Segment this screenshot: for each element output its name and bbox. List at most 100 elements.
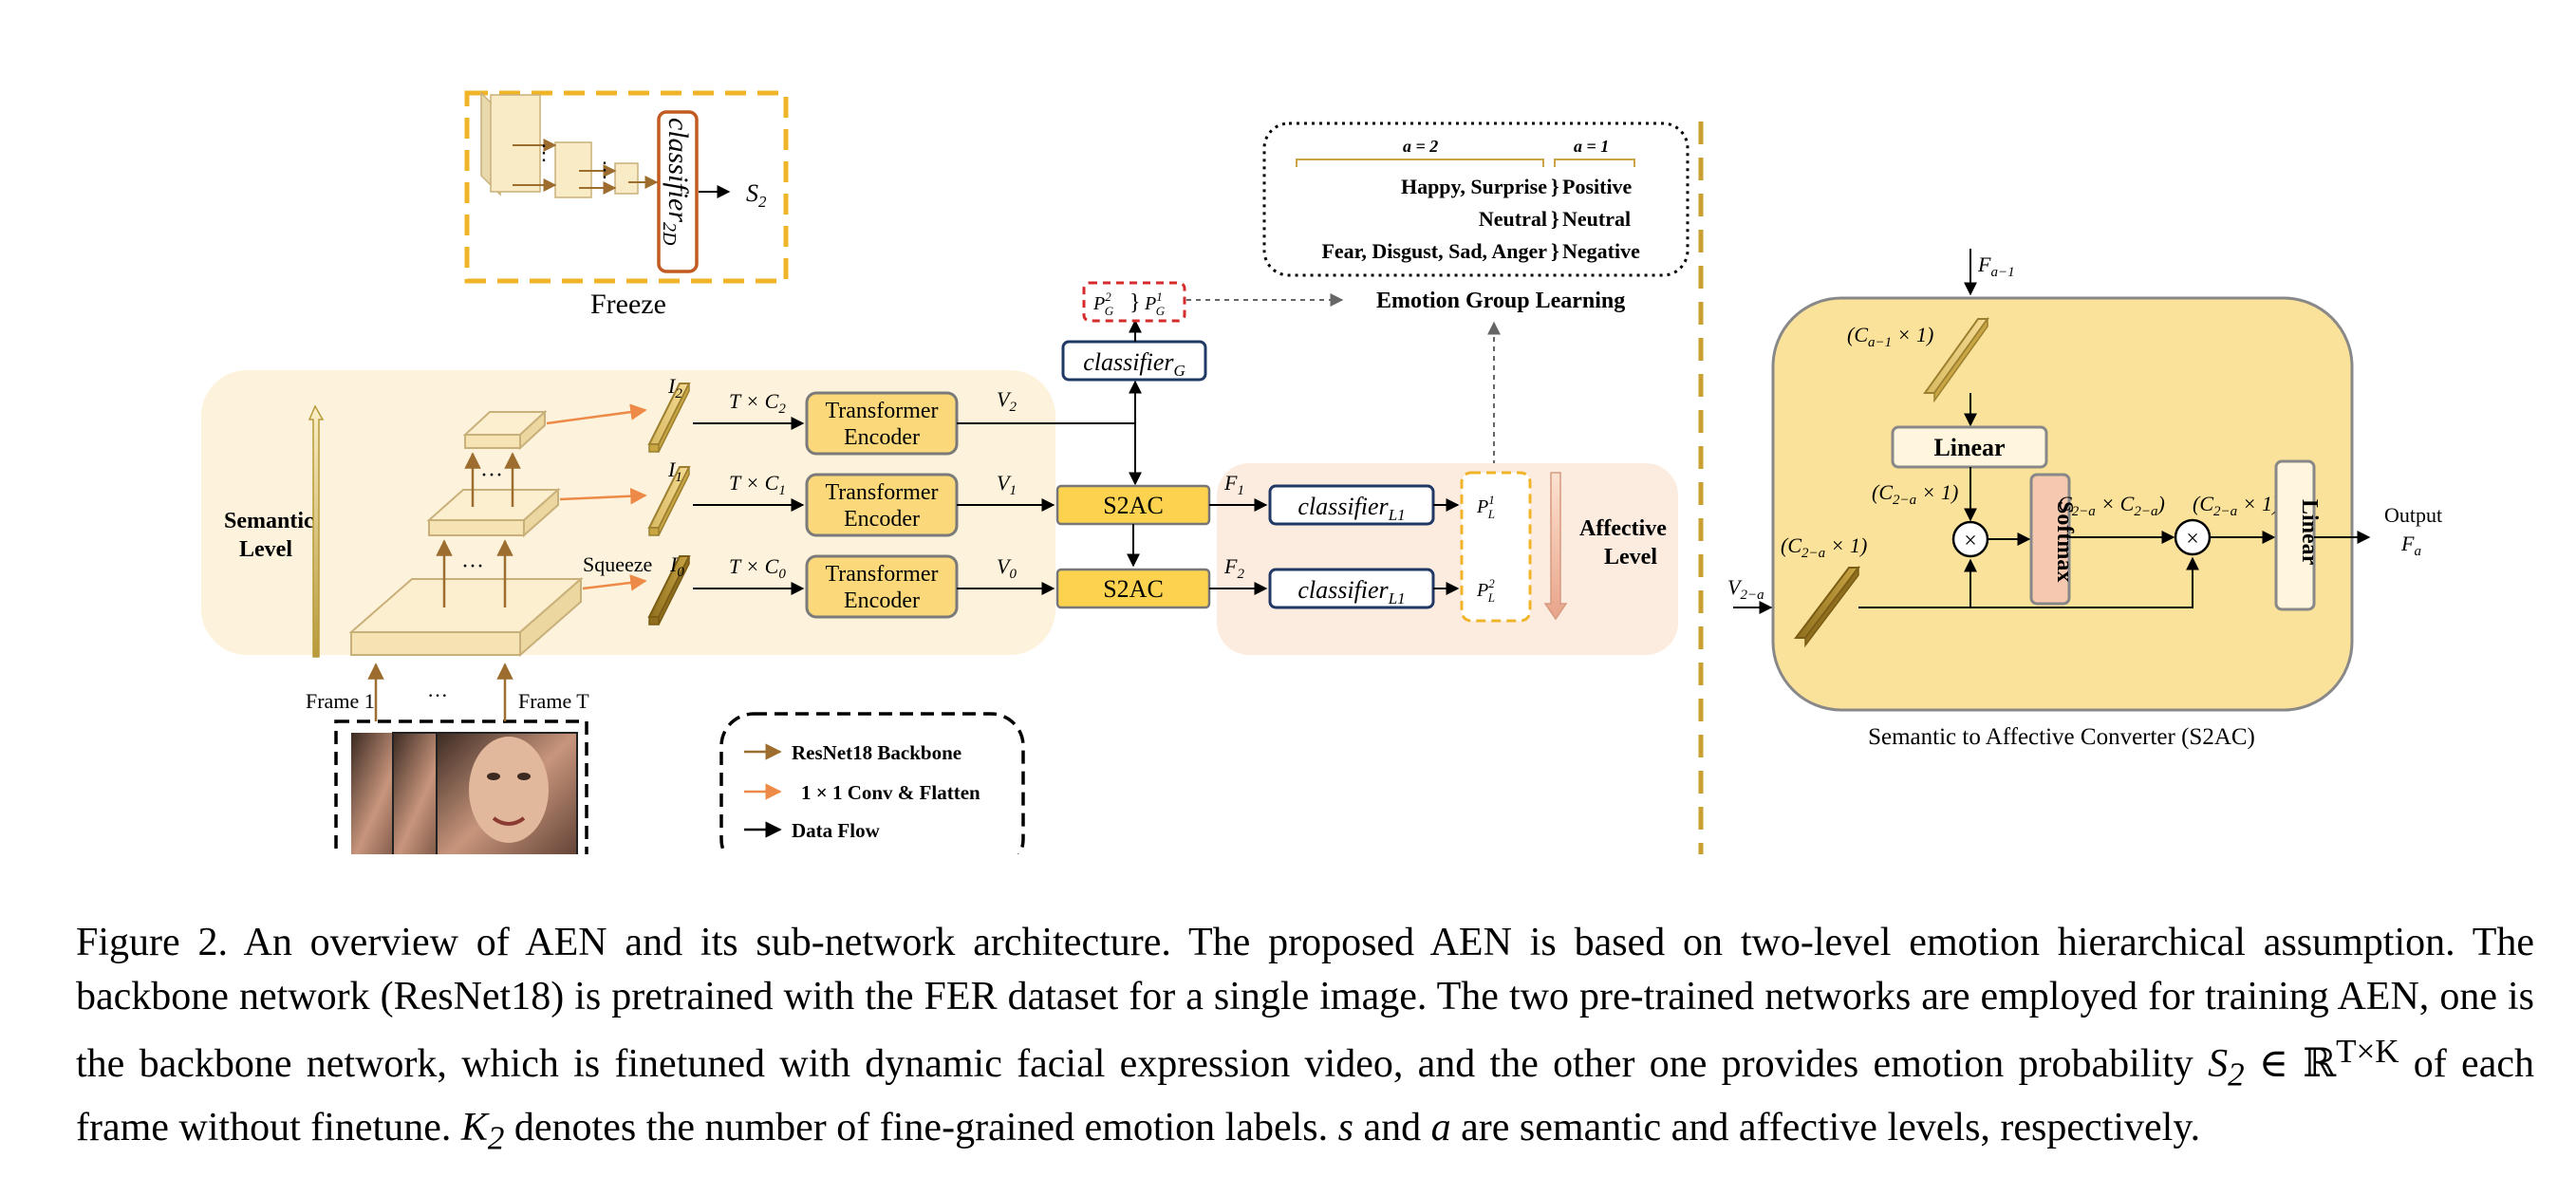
pyramid-top-front xyxy=(464,434,521,449)
feature-i1-label: I1 xyxy=(667,458,682,485)
hierarchy-row-2-fine: Neutral xyxy=(1479,207,1547,231)
emotion-group-learning-label: Emotion Group Learning xyxy=(1376,289,1625,313)
pyramid-dots-low: ··· xyxy=(461,554,484,579)
feature-i0-label: I0 xyxy=(669,552,684,580)
caption-text-3: denotes the number of fine-grained emoti… xyxy=(504,1106,1338,1150)
v1-label: V1 xyxy=(997,471,1017,498)
svg-text:classifierG: classifierG xyxy=(1083,348,1185,380)
svg-text:Encoder: Encoder xyxy=(844,588,920,613)
freeze-module: ⋮ ⋮ classifier2D S2 Freeze xyxy=(464,90,789,320)
freeze-output-s2: S2 xyxy=(746,179,767,211)
f2-label: F2 xyxy=(1223,554,1244,582)
pyramid-base-front xyxy=(350,631,521,656)
caption-math-s2: S2 xyxy=(2208,1042,2245,1093)
hierarchy-row-3-fine: Fear, Disgust, Sad, Anger xyxy=(1321,239,1547,263)
feature-bar-i0: I0 xyxy=(647,552,691,626)
svg-text:}: } xyxy=(1551,239,1559,263)
caption-text-2: of each frame without finetune. xyxy=(76,1042,2534,1150)
backbone-pyramid: ··· ··· Squeeze xyxy=(348,403,652,658)
svg-text:S2AC: S2AC xyxy=(1103,492,1164,519)
s2ac-box-2: S2AC xyxy=(1055,568,1211,609)
svg-text:}: } xyxy=(1551,207,1559,231)
s2ac-input-left: V2−a xyxy=(1727,575,1764,603)
svg-text:Transformer: Transformer xyxy=(825,480,938,505)
dim-label-1: T × C1 xyxy=(729,471,786,498)
svg-text:}: } xyxy=(1129,290,1141,315)
svg-text:S2AC: S2AC xyxy=(1103,575,1164,603)
s2ac-detail: Fa−1 (Ca−1 × 1) Linear (C2−a × 1) × Soft… xyxy=(1727,249,2442,750)
hierarchy-row-3-coarse: Negative xyxy=(1562,239,1640,263)
f1-label: F1 xyxy=(1223,471,1244,498)
figure-caption: Figure 2. An overview of AEN and its sub… xyxy=(76,916,2534,1166)
hierarchy-row-1-coarse: Positive xyxy=(1562,175,1633,198)
svg-text:P1G: P1G xyxy=(1144,290,1166,318)
semantic-level-line1: Semantic xyxy=(224,509,314,533)
pyramid-mid-front xyxy=(428,519,525,536)
input-frames: Frame 1 ··· Frame T xyxy=(306,663,589,854)
freeze-layer-3 xyxy=(614,162,639,195)
feature-bar-i1: I1 xyxy=(647,458,691,536)
caption-text-5: are semantic and affective levels, respe… xyxy=(1450,1106,2201,1150)
freeze-dashed-border xyxy=(464,90,789,284)
s2ac-top-vector-label: (Ca−1 × 1) xyxy=(1847,323,1933,350)
pyramid-dots-high: ··· xyxy=(480,463,503,488)
a2-label: a = 2 xyxy=(1403,137,1438,156)
s2ac-linear2-label: Linear xyxy=(2297,499,2322,566)
caption-math-set: ∈ ℝ xyxy=(2244,1042,2337,1086)
legend-border xyxy=(719,712,1025,854)
frame-last-label: Frame T xyxy=(518,689,589,713)
hierarchy-row-2-coarse: Neutral xyxy=(1562,207,1631,231)
svg-text:Encoder: Encoder xyxy=(844,425,920,450)
dim-label-0: T × C0 xyxy=(729,554,786,582)
s2ac-left-vector-label: (C2−a × 1) xyxy=(1781,533,1867,561)
svg-text:Transformer: Transformer xyxy=(825,399,938,423)
v0-label: V0 xyxy=(997,554,1017,582)
s2ac-matrix-label: C2−a × C2−a) xyxy=(2058,492,2165,519)
affective-level-line1: Affective xyxy=(1579,516,1667,541)
classifier-2d-box xyxy=(657,110,699,273)
caption-math-a: a xyxy=(1430,1106,1451,1150)
caption-math-k2: K2 xyxy=(460,1106,505,1157)
feature-bar-i2: I2 xyxy=(647,374,691,453)
classifier-l1-box-2: classifierL1 xyxy=(1268,568,1435,609)
caption-math-sup: T×K xyxy=(2336,1033,2399,1070)
caption-math-s: s xyxy=(1337,1106,1353,1150)
svg-text:}: } xyxy=(1551,175,1559,198)
s2ac-mid-vector-label: (C2−a × 1) xyxy=(1872,480,1958,508)
frames-dashed-border xyxy=(334,719,588,854)
hierarchy-row-1-fine: Happy, Surprise xyxy=(1401,175,1547,198)
classifier-l1-box-1: classifierL1 xyxy=(1268,484,1435,526)
caption-figure-number: Figure 2. xyxy=(76,921,228,964)
s2ac-out-vector-label: (C2−a × 1) xyxy=(2193,492,2279,519)
v2-label: V2 xyxy=(997,387,1017,415)
freeze-layer-dots: ⋮ xyxy=(533,140,554,164)
transformer-encoder-1: Transformer Encoder xyxy=(805,473,959,537)
svg-text:Encoder: Encoder xyxy=(844,507,920,532)
classifier-g-box: classifierG xyxy=(1061,340,1207,382)
svg-text:P2G: P2G xyxy=(1092,290,1114,318)
svg-text:classifierL1: classifierL1 xyxy=(1297,493,1405,524)
classifier-2d-label: classifier2D xyxy=(659,118,694,246)
s2ac-input-top: Fa−1 xyxy=(1977,252,2015,280)
s2ac-linear-label: Linear xyxy=(1933,434,2005,461)
caption-text-4: and xyxy=(1353,1106,1431,1150)
legend-item-dataflow: Data Flow xyxy=(792,819,881,842)
affective-probability-box xyxy=(1460,471,1532,623)
s2ac-box-1: S2AC xyxy=(1055,484,1211,526)
dim-label-2: T × C2 xyxy=(729,389,786,417)
s2ac-title: Semantic to Affective Converter (S2AC) xyxy=(1868,724,2255,750)
legend-item-conv: 1 × 1 Conv & Flatten xyxy=(801,781,980,804)
s2ac-linear2-box xyxy=(2274,459,2316,611)
a1-label: a = 1 xyxy=(1574,137,1609,156)
transformer-encoder-2: Transformer Encoder xyxy=(805,391,959,456)
s2ac-softmax-label: Softmax xyxy=(2052,501,2077,582)
affective-level-arrow xyxy=(1543,472,1568,621)
legend-item-backbone: ResNet18 Backbone xyxy=(792,741,961,764)
freeze-layer-1-front xyxy=(490,94,541,193)
face-shape xyxy=(469,737,549,843)
caption-text-1: An overview of AEN and its sub-network a… xyxy=(76,921,2535,1086)
squeeze-label: Squeeze xyxy=(583,552,652,576)
